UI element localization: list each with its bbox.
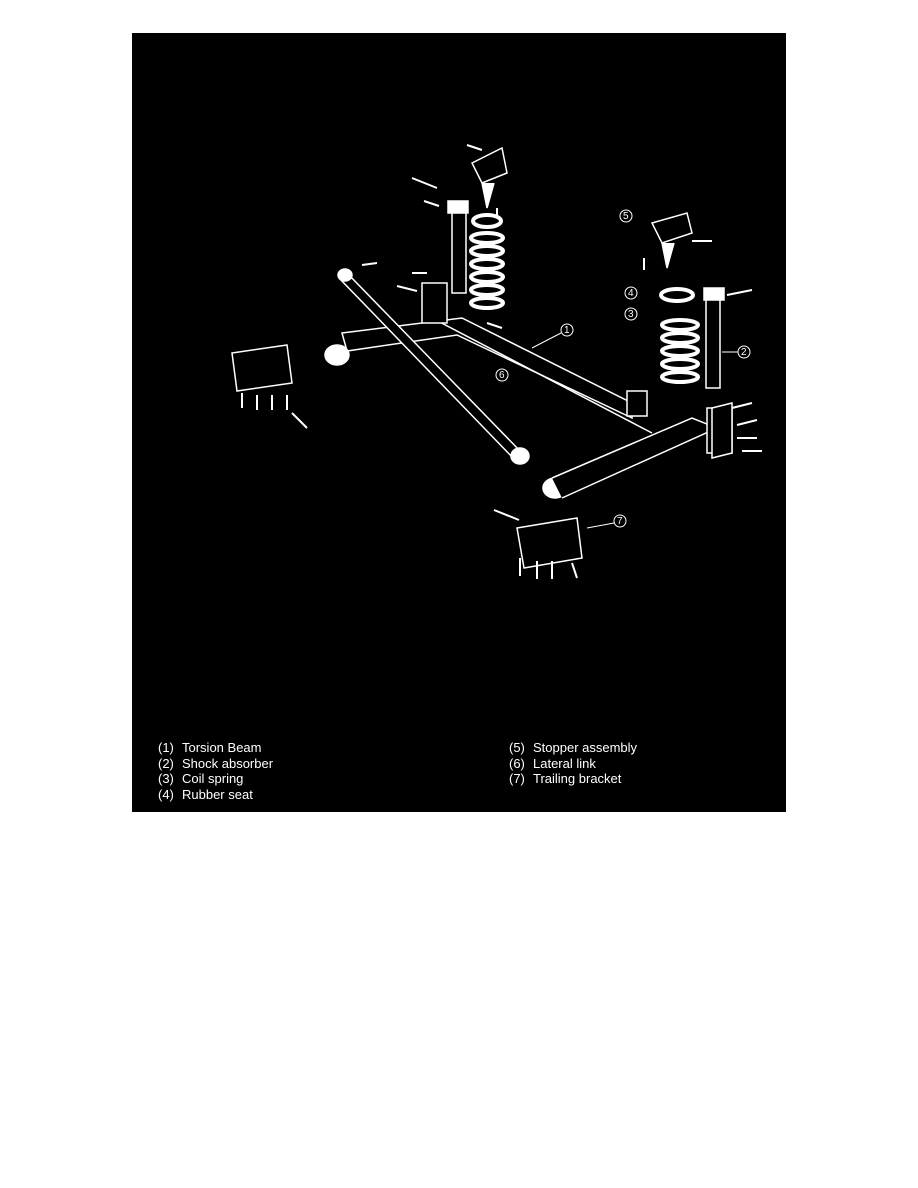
callout-7: 7	[586, 514, 627, 529]
legend-label: Lateral link	[533, 755, 596, 771]
callout-3: 3	[624, 307, 638, 321]
svg-text:7: 7	[617, 516, 623, 527]
legend-left-column: (1) Torsion Beam (2) Shock absorber (3) Coi…	[158, 740, 273, 803]
legend-number: (2)	[158, 755, 174, 771]
legend-label: Shock absorber	[182, 755, 274, 771]
svg-text:2: 2	[741, 347, 747, 358]
legend-item-lateral-link: (6) Lateral link	[509, 756, 637, 772]
legend-item-coil-spring: (3) Coil spring	[158, 771, 273, 787]
callouts: 1 2 3 4 5 6 7	[495, 209, 751, 529]
torsion-beam	[324, 282, 733, 499]
legend-item-stopper-assembly: (5) Stopper assembly	[509, 740, 637, 756]
trailing-brackets	[231, 344, 733, 569]
callout-4: 4	[624, 286, 638, 300]
svg-text:5: 5	[623, 211, 629, 222]
svg-text:1: 1	[564, 325, 570, 336]
lateral-link	[337, 268, 530, 465]
legend-right-column: (5) Stopper assembly (6) Lateral link (7) T…	[509, 740, 637, 787]
legend-label: Rubber seat	[182, 787, 253, 803]
legend-number: (7)	[509, 771, 525, 787]
legend-item-torsion-beam: (1) Torsion Beam	[158, 740, 273, 756]
left-shock-and-spring	[447, 146, 508, 310]
callout-1: 1	[531, 323, 574, 349]
callout-5: 5	[619, 209, 633, 223]
callout-2: 2	[722, 345, 751, 359]
svg-text:4: 4	[628, 288, 634, 299]
callout-6: 6	[495, 368, 509, 382]
legend-number: (5)	[509, 740, 525, 755]
legend-number: (4)	[158, 787, 174, 803]
legend-number: (1)	[158, 740, 174, 755]
legend-item-rubber-seat: (4) Rubber seat	[158, 787, 273, 803]
legend-item-trailing-bracket: (7) Trailing bracket	[509, 771, 637, 787]
legend-item-shock-absorber: (2) Shock absorber	[158, 756, 273, 772]
legend-label: Stopper assembly	[533, 740, 638, 755]
bolts	[241, 144, 762, 579]
legend-label: Trailing bracket	[533, 771, 622, 787]
svg-text:6: 6	[499, 370, 505, 381]
diagram-artwork: 1 2 3 4 5 6 7	[231, 144, 762, 579]
legend-label: Torsion Beam	[182, 740, 262, 755]
rear-suspension-exploded-diagram: 1 2 3 4 5 6 7 (1) Torsion Beam (2) Shock a…	[132, 33, 786, 812]
right-shock-and-spring	[650, 212, 725, 389]
legend-number: (3)	[158, 771, 174, 787]
legend-number: (6)	[509, 755, 525, 771]
svg-text:3: 3	[628, 309, 634, 320]
legend-label: Coil spring	[182, 771, 244, 787]
